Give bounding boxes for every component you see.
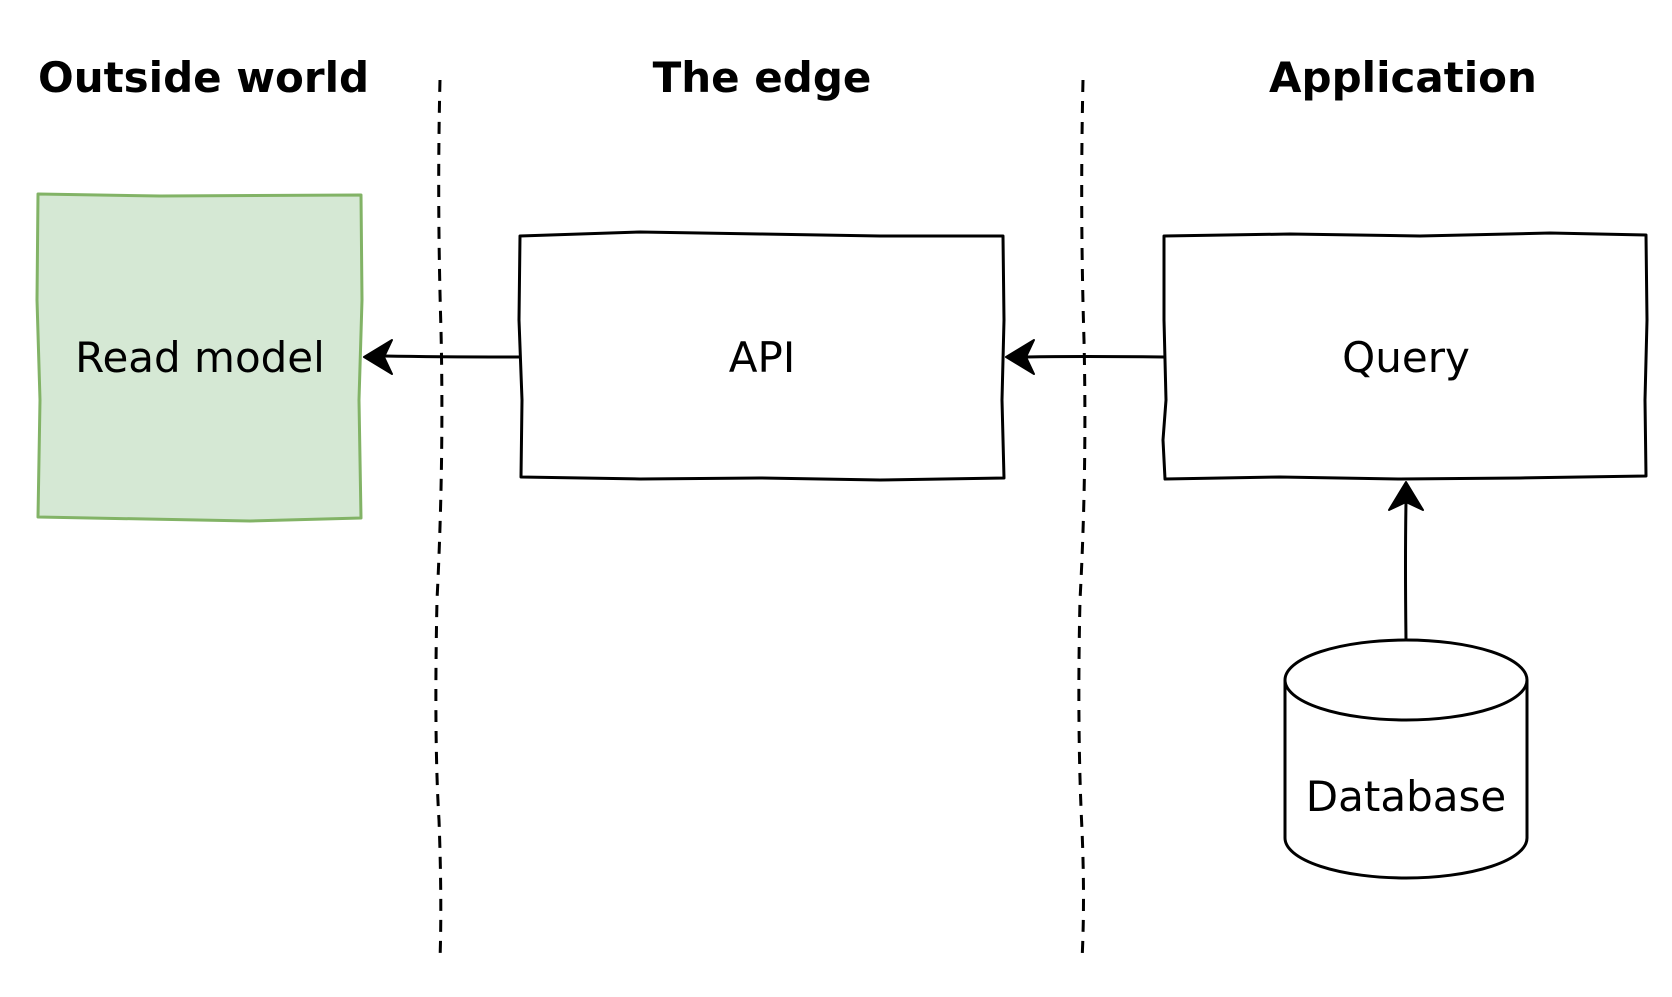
database-node: Database	[1283, 638, 1529, 880]
api-box	[517, 230, 1006, 482]
zone-divider-left	[434, 79, 444, 961]
query-node: Query	[1161, 231, 1649, 481]
read-model-box	[35, 192, 364, 523]
api-label: API	[729, 333, 795, 382]
query-box	[1161, 231, 1649, 481]
zone-divider-right	[1077, 79, 1087, 961]
edge-database-to-query	[1388, 481, 1424, 641]
read-model-label: Read model	[75, 333, 325, 382]
zone-heading-application: Application	[1269, 53, 1537, 102]
database-label: Database	[1306, 772, 1506, 821]
edge-api-read-model-line	[383, 354, 521, 359]
database-cylinder-top	[1283, 638, 1529, 722]
zone-heading-the-edge: The edge	[653, 53, 872, 102]
edge-query-api-arrowhead	[1005, 339, 1035, 375]
edge-api-read-model-arrowhead	[363, 339, 393, 375]
read-model-node: Read model	[35, 192, 364, 523]
zone-heading-outside-world: Outside world	[38, 53, 369, 102]
api-node: API	[517, 230, 1006, 482]
database-cylinder-body	[1283, 680, 1529, 880]
edge-query-api-line	[1025, 355, 1165, 359]
edge-api-to-read-model	[363, 339, 521, 375]
edge-query-to-api	[1005, 339, 1165, 375]
edge-database-query-line	[1404, 501, 1408, 641]
edge-database-query-arrowhead	[1388, 481, 1424, 511]
query-label: Query	[1342, 333, 1470, 382]
